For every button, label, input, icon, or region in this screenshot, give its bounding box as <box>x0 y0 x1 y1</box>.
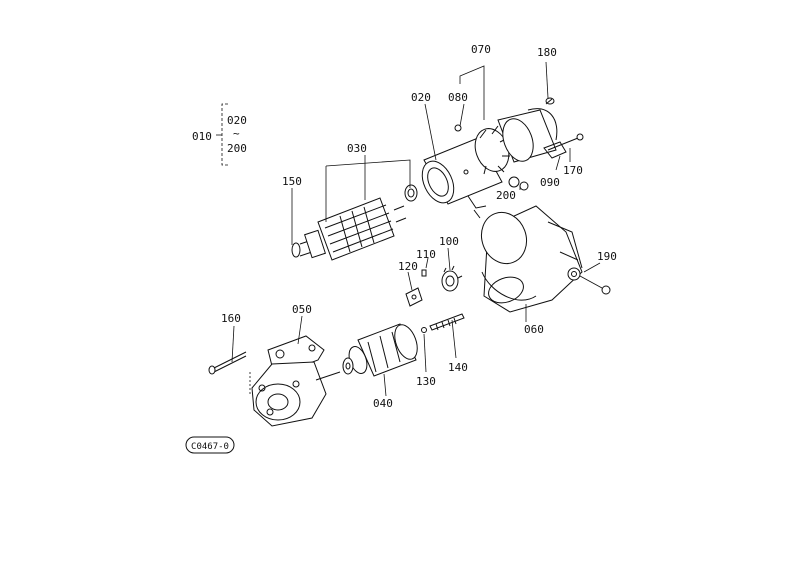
part-label: 200 <box>227 142 247 155</box>
part-label: 110 <box>416 248 436 261</box>
brush-holder <box>454 108 567 175</box>
armature <box>291 184 418 261</box>
part-label: 010 <box>192 130 212 143</box>
part-label: 170 <box>563 164 583 177</box>
front-bracket <box>251 335 341 427</box>
range-tilde: ~ <box>233 127 240 140</box>
part-label: 040 <box>373 397 393 410</box>
part-label: 200 <box>496 189 516 202</box>
reference-code: C0467-0 <box>191 442 229 452</box>
part-label: 180 <box>537 46 557 59</box>
solenoid-drive-housing <box>480 205 583 313</box>
screw <box>545 97 555 105</box>
part-label: 060 <box>524 323 544 336</box>
part-label: 130 <box>416 375 436 388</box>
through-bolt <box>547 133 584 151</box>
nut <box>508 176 529 191</box>
part-label: 020 <box>411 91 431 104</box>
gear <box>441 265 463 292</box>
part-label: 050 <box>292 303 312 316</box>
shaft <box>429 313 465 331</box>
part-label: 140 <box>448 361 468 374</box>
terminal-nut <box>579 275 611 295</box>
part-label: 090 <box>540 176 560 189</box>
part-label: 120 <box>398 260 418 273</box>
part-label: 190 <box>597 250 617 263</box>
long-bolt <box>208 351 251 396</box>
part-labels: 010 020 ~ 200 020 030 040 050 060 070 08… <box>192 43 617 410</box>
part-label: 080 <box>448 91 468 104</box>
group-bracket <box>216 103 228 166</box>
part-label: 070 <box>471 43 491 56</box>
reference-stamp: C0467-0 <box>185 436 235 454</box>
pin <box>421 269 427 277</box>
steel-ball <box>421 327 427 333</box>
part-label: 100 <box>439 235 459 248</box>
part-label: 150 <box>282 175 302 188</box>
part-label: 160 <box>221 312 241 325</box>
leader-lines <box>231 61 601 397</box>
part-label: 020 <box>227 114 247 127</box>
retainer <box>405 287 423 307</box>
overrunning-clutch <box>342 323 418 377</box>
part-label: 030 <box>347 142 367 155</box>
